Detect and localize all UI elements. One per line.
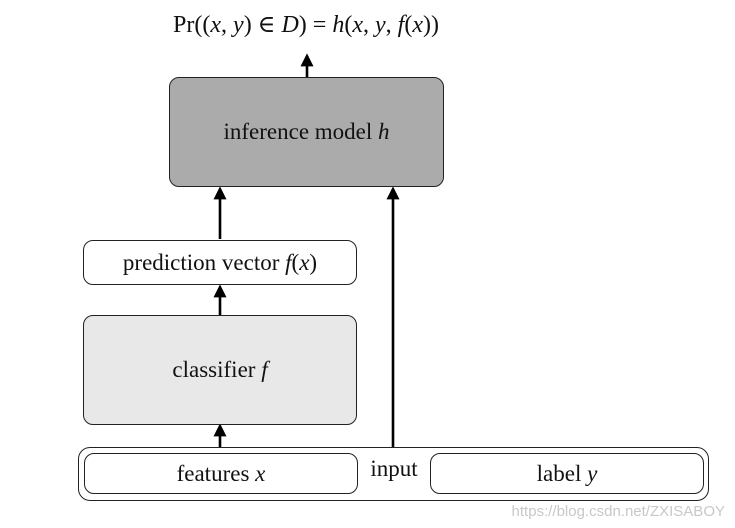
prediction-vector-f: f [285, 249, 292, 275]
formula-equals: ) = [298, 12, 333, 38]
features-var: x [255, 460, 266, 486]
features-box: features x [84, 453, 358, 494]
formula-paren2: ( [404, 12, 413, 38]
prediction-vector-open: ( [291, 249, 300, 275]
formula-x3: x [412, 12, 423, 38]
prediction-vector-box: prediction vector f(x) [83, 240, 357, 285]
formula-prefix: Pr(( [173, 12, 211, 38]
formula-in: ) ∈ [243, 12, 282, 38]
formula-f: f [397, 12, 405, 38]
input-label: input [370, 456, 418, 481]
label-box: label y [430, 453, 704, 494]
inference-model-label: inference model [223, 119, 373, 144]
formula-x: x [210, 12, 222, 38]
classifier-box: classifier f [83, 315, 357, 425]
formula-y: y [233, 12, 244, 38]
formula-comma: , [221, 12, 234, 38]
formula-comma2: , [362, 12, 375, 38]
classifier-label: classifier [172, 357, 256, 382]
output-formula: Pr((x, y) ∈ D) = h(x, y, f(x)) [0, 10, 612, 39]
formula-paren: ( [344, 12, 353, 38]
formula-comma3: , [385, 12, 398, 38]
watermark: https://blog.csdn.net/ZXISABOY [511, 503, 725, 520]
formula-close: )) [422, 12, 439, 38]
formula-d: D [281, 12, 299, 38]
prediction-vector-label: prediction vector [122, 249, 280, 275]
prediction-vector-close: ) [309, 249, 318, 275]
label-field-label: label [536, 460, 582, 486]
features-label: features [176, 460, 250, 486]
inference-model-box: inference model h [169, 77, 444, 187]
formula-y2: y [374, 12, 386, 38]
prediction-vector-x: x [299, 249, 310, 275]
classifier-var: f [261, 357, 268, 382]
inference-model-var: h [378, 119, 390, 144]
formula-h: h [332, 12, 345, 38]
label-field-var: y [587, 460, 598, 486]
formula-x2: x [352, 12, 363, 38]
